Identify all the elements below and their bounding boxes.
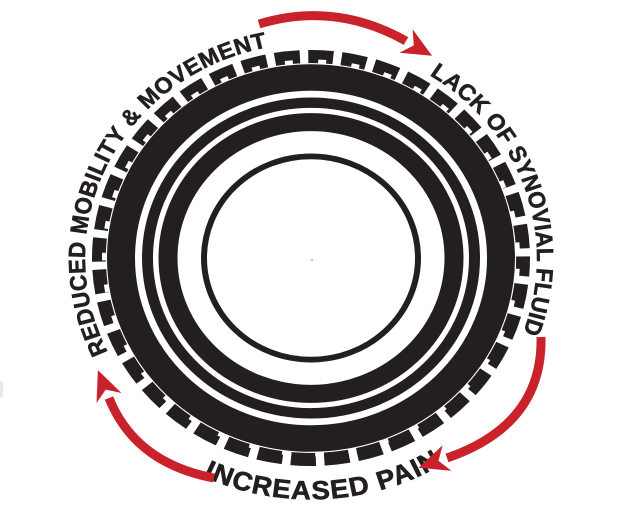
center-dot <box>310 258 314 262</box>
clockwise-arrow-right-icon <box>418 336 546 471</box>
arrow-top-arc <box>257 11 409 45</box>
clockwise-arrow-bottom-left-icon <box>96 370 215 483</box>
arrow-top-head <box>399 29 433 56</box>
clockwise-arrow-top-icon <box>257 11 433 56</box>
arrow-right-arc <box>445 336 546 463</box>
hub-ring <box>201 153 421 363</box>
rim-inner-ring <box>158 113 464 403</box>
rim-outer-ring <box>142 97 480 419</box>
arrow-bottom-left-head <box>96 370 122 403</box>
arrow-right-head <box>418 445 452 471</box>
tire-wheel: REDUCED MOBILITY & MOVEMENT LACK OF SYNO… <box>63 27 559 506</box>
tire-tread-notches <box>102 59 520 457</box>
edge-artifact <box>0 381 3 397</box>
tire-tread-ring <box>92 49 530 467</box>
arrow-bottom-left-arc <box>104 396 215 483</box>
tire-body-ring <box>107 64 515 452</box>
